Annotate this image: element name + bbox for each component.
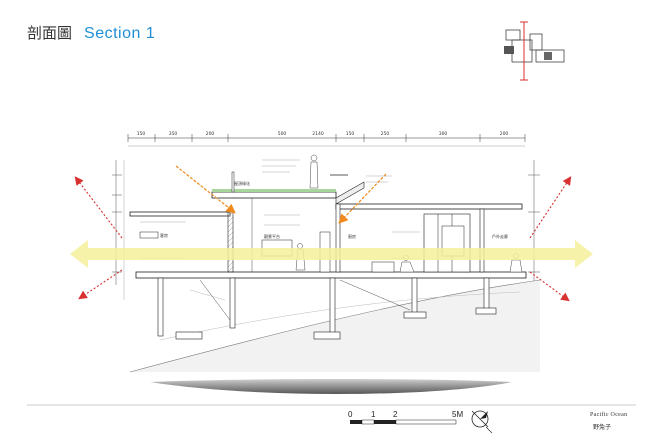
page-title: 剖面圖 Section 1 bbox=[27, 22, 155, 48]
key-plan-icon bbox=[504, 21, 565, 81]
dim-2: 350 bbox=[169, 131, 178, 137]
dim-1: 150 bbox=[137, 131, 146, 137]
level-markers-right bbox=[528, 160, 540, 300]
dim-7: 250 bbox=[381, 131, 390, 137]
wind-flow-arrow bbox=[70, 240, 593, 268]
airflow-arrows bbox=[74, 176, 572, 302]
label-deck: 觀景平台 bbox=[264, 233, 280, 239]
scale-label-1: 1 bbox=[371, 410, 376, 419]
dim-6: 150 bbox=[346, 131, 355, 137]
building-section bbox=[129, 171, 527, 340]
label-room-left: 客房 bbox=[160, 232, 168, 238]
scale-bar bbox=[350, 419, 457, 425]
dim-8: 300 bbox=[439, 131, 448, 137]
scale-label-5m: 5M bbox=[452, 410, 464, 419]
title-english: Section 1 bbox=[84, 25, 156, 42]
label-entrance: 戶外走廊 bbox=[492, 233, 508, 239]
scale-label-0: 0 bbox=[348, 410, 353, 419]
dimension-chain-top bbox=[127, 134, 526, 147]
sunlight-arrows bbox=[175, 165, 387, 224]
ground-shadow bbox=[150, 379, 512, 394]
green-roof bbox=[212, 189, 336, 192]
level-markers-left bbox=[112, 160, 125, 300]
label-green-roof: 屋頂綠化 bbox=[234, 180, 250, 186]
title-chinese: 剖面圖 bbox=[27, 24, 73, 42]
north-arrow-icon bbox=[471, 410, 493, 434]
dim-9: 200 bbox=[500, 131, 509, 137]
brand-name: Pacific Ocean bbox=[590, 412, 628, 418]
brand-name-chinese: 野兔子 bbox=[593, 424, 612, 431]
dim-5: 2140 bbox=[312, 131, 324, 137]
dim-3: 200 bbox=[206, 131, 215, 137]
label-room-right: 廚房 bbox=[348, 233, 356, 239]
scale-label-2: 2 bbox=[393, 410, 398, 419]
dim-4: 500 bbox=[278, 131, 287, 137]
